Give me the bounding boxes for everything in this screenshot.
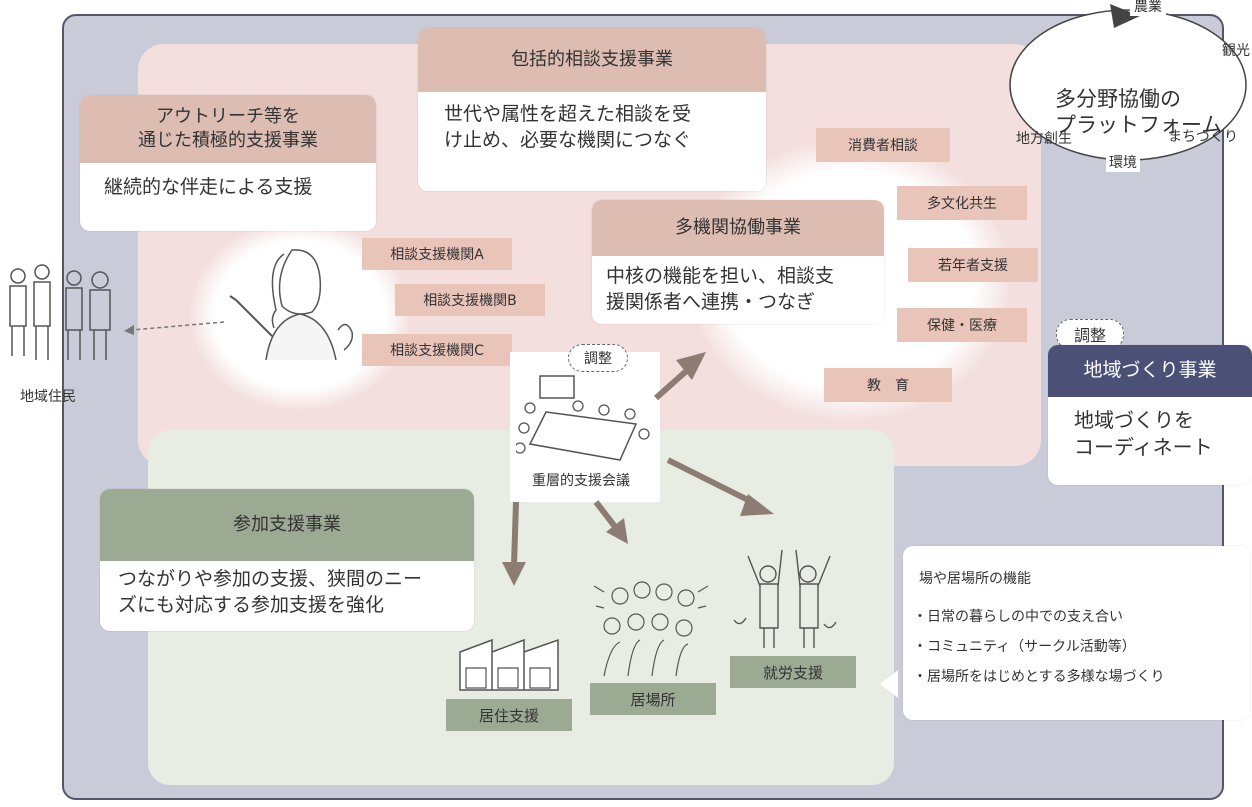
- participation-title: 参加支援事業: [100, 489, 474, 561]
- meeting-label: 重層的支援会議: [532, 473, 630, 489]
- place-functions-title: 場や居場所の機能: [919, 571, 1031, 587]
- arrow-to-employment: [666, 457, 758, 507]
- residents-label: 地域住民: [20, 389, 76, 405]
- place-function-item: ・日常の暮らしの中での支え合い: [913, 609, 1123, 625]
- outreach-title-line2: 通じた積極的支援事業: [138, 130, 318, 151]
- platform-item-regional-revitalization: 地方創生: [1016, 131, 1072, 147]
- field-health-medical: 保健・医療: [897, 308, 1027, 342]
- place-function-item: ・居場所をはじめとする多様な場づくり: [913, 669, 1165, 685]
- agency-b-tag: 相談支援機関B: [395, 284, 545, 316]
- meeting-table-icon: [516, 375, 650, 461]
- participation-body-line1: つながりや参加の支援、狭間のニー: [118, 568, 423, 590]
- housing-support-tag: 居住支援: [446, 699, 572, 731]
- platform-item-tourism: 観光: [1222, 43, 1250, 59]
- platform-oval: [1009, 4, 1247, 161]
- agency-c-tag: 相談支援機関C: [362, 334, 512, 366]
- outreach-body: 継続的な伴走による支援: [104, 176, 313, 198]
- meeting-adjust-badge: 調整: [568, 344, 628, 372]
- outreach-card: アウトリーチ等を 通じた積極的支援事業 継続的な伴走による支援: [80, 95, 376, 231]
- community-title: 地域づくり事業: [1048, 345, 1252, 397]
- field-multicultural: 多文化共生: [897, 186, 1027, 220]
- field-consumer-consultation: 消費者相談: [816, 128, 950, 162]
- housing-icon: [459, 638, 559, 691]
- arrow-to-housing: [511, 501, 519, 567]
- platform-title-line1: 多分野協働の: [1055, 87, 1181, 111]
- platform-title: 多分野協働の プラットフォーム: [1055, 86, 1222, 139]
- platform-item-town-development: まちづくり: [1168, 129, 1238, 145]
- arrow-to-ibasho: [593, 500, 619, 530]
- place-functions-panel: 場や居場所の機能 ・日常の暮らしの中での支え合い ・コミュニティ（サークル活動等…: [903, 546, 1250, 720]
- employment-support-tag: 就労支援: [730, 656, 856, 688]
- employment-workers-icon: [733, 549, 837, 648]
- field-youth-support: 若年者支援: [908, 248, 1038, 282]
- arrow-functions-pointer: [880, 670, 898, 698]
- comprehensive-body-line1: 世代や属性を超えた相談を受: [444, 103, 692, 125]
- outreach-title-line1: アウトリーチ等を: [156, 105, 300, 127]
- agency-a-tag: 相談支援機関A: [362, 238, 512, 270]
- residents-icon: [9, 264, 111, 360]
- participation-card: 参加支援事業 つながりや参加の支援、狭間のニー ズにも対応する参加支援を強化: [100, 489, 474, 631]
- multi-agency-title: 多機関協働事業: [592, 200, 884, 256]
- ibasho-crowd-icon: [593, 581, 709, 677]
- ibasho-tag: 居場所: [590, 683, 716, 715]
- platform-item-agriculture: 農業: [1130, 0, 1166, 16]
- outreach-title: アウトリーチ等を 通じた積極的支援事業: [80, 95, 376, 163]
- comprehensive-body-line2: け止め、必要な機関につなぐ: [444, 128, 692, 151]
- multi-agency-body-line1: 中核の機能を担い、相談支: [606, 265, 835, 287]
- multi-agency-body-line2: 援関係者へ連携・つなぎ: [606, 290, 816, 313]
- platform-item-environment: 環境: [1106, 152, 1140, 172]
- place-function-item: ・コミュニティ（サークル活動等）: [913, 639, 1136, 655]
- comprehensive-consultation-card: 包括的相談支援事業 世代や属性を超えた相談を受 け止め、必要な機関につなぐ: [418, 28, 766, 191]
- platform-title-line2: プラットフォーム: [1055, 113, 1223, 138]
- comprehensive-consultation-title: 包括的相談支援事業: [418, 28, 766, 92]
- consultant-person-icon: [229, 249, 354, 361]
- multi-agency-card: 多機関協働事業 中核の機能を担い、相談支 援関係者へ連携・つなぎ: [592, 200, 884, 324]
- community-card: 地域づくり事業 地域づくりを コーディネート: [1048, 345, 1252, 485]
- field-education: 教 育: [824, 368, 952, 402]
- community-body-line2: コーディネート: [1074, 435, 1213, 459]
- community-body-line1: 地域づくりを: [1074, 408, 1194, 432]
- outreach-arrow: [124, 321, 225, 335]
- participation-body-line2: ズにも対応する参加支援を強化: [118, 593, 385, 616]
